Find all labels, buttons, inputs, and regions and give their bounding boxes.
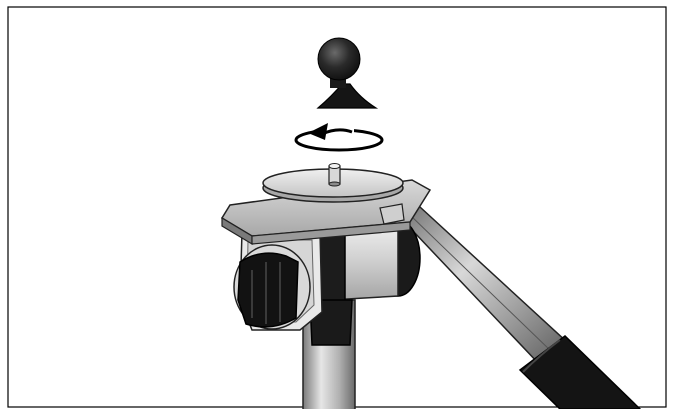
mounting-screw (329, 164, 340, 187)
ball-mount (318, 38, 376, 108)
rotation-arrow (296, 122, 382, 150)
pan-handle (395, 207, 568, 365)
locking-knob (234, 245, 310, 329)
